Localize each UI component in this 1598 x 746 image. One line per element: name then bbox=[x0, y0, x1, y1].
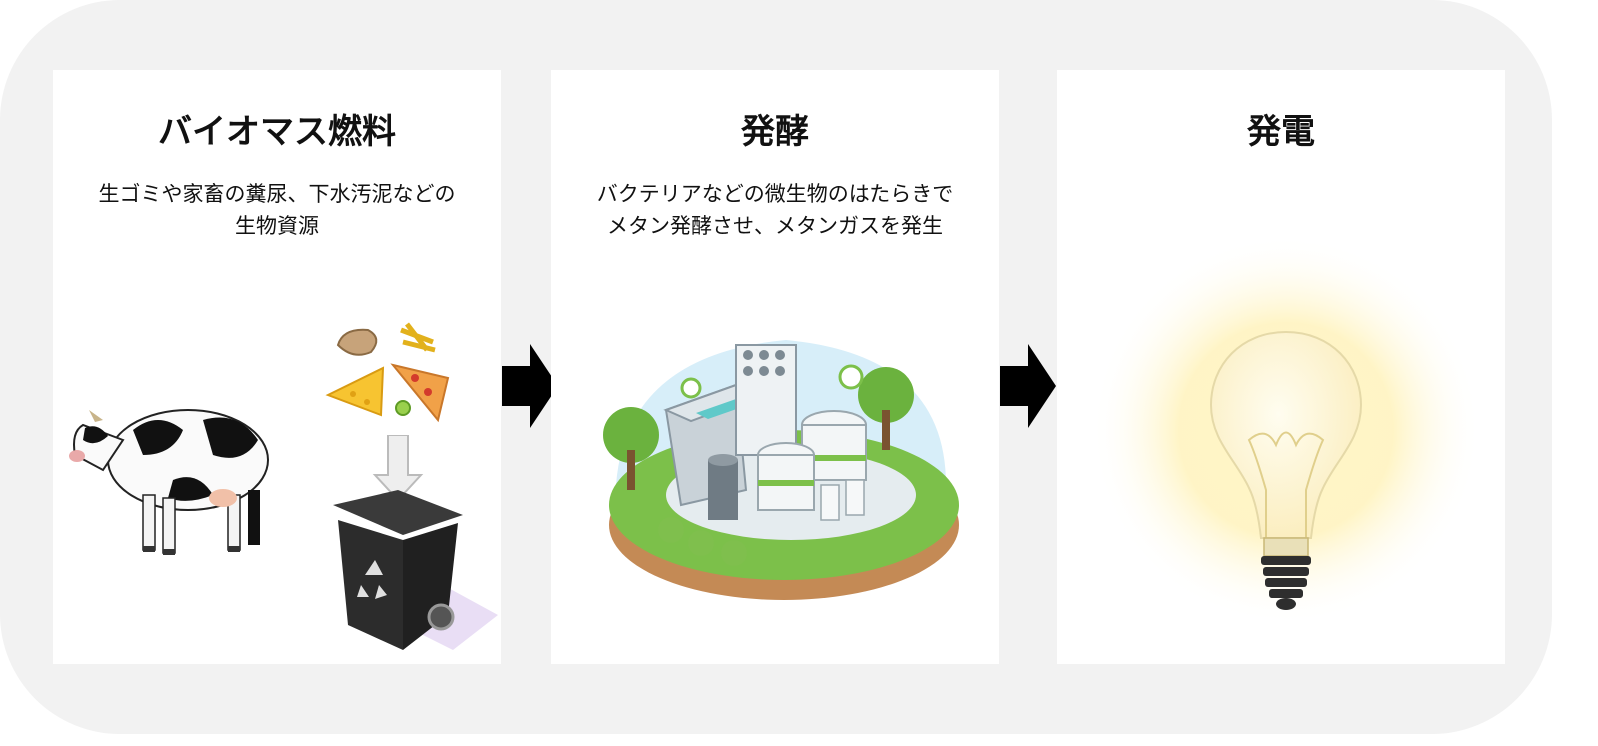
step-description: 生ゴミや家畜の糞尿、下水汚泥などの 生物資源 bbox=[53, 178, 501, 242]
step-description: バクテリアなどの微生物のはたらきで メタン発酵させ、メタンガスを発生 bbox=[551, 178, 999, 242]
step-description-line: バクテリアなどの微生物のはたらきで bbox=[596, 182, 954, 206]
food-waste-icon bbox=[325, 322, 450, 423]
step-fermentation: 発酵 バクテリアなどの微生物のはたらきで メタン発酵させ、メタンガスを発生 bbox=[551, 70, 999, 664]
biogas-plant-icon bbox=[603, 340, 959, 600]
step-description-line: 生物資源 bbox=[235, 214, 319, 238]
step-title: 発酵 bbox=[741, 112, 809, 152]
step-description-line: メタン発酵させ、メタンガスを発生 bbox=[607, 214, 943, 238]
light-bulb-icon bbox=[1091, 240, 1481, 625]
step-title: 発電 bbox=[1247, 112, 1315, 152]
trash-bin-icon bbox=[333, 435, 498, 650]
arrow-right-icon bbox=[1000, 344, 1056, 428]
step-title: バイオマス燃料 bbox=[158, 112, 396, 152]
step-description-line: 生ゴミや家畜の糞尿、下水汚泥などの bbox=[98, 182, 456, 206]
step-biomass-fuel: バイオマス燃料 生ゴミや家畜の糞尿、下水汚泥などの 生物資源 bbox=[53, 70, 501, 664]
arrow-right-icon bbox=[502, 344, 558, 428]
step-power-generation: 発電 bbox=[1057, 70, 1505, 664]
cow-icon bbox=[69, 409, 269, 555]
